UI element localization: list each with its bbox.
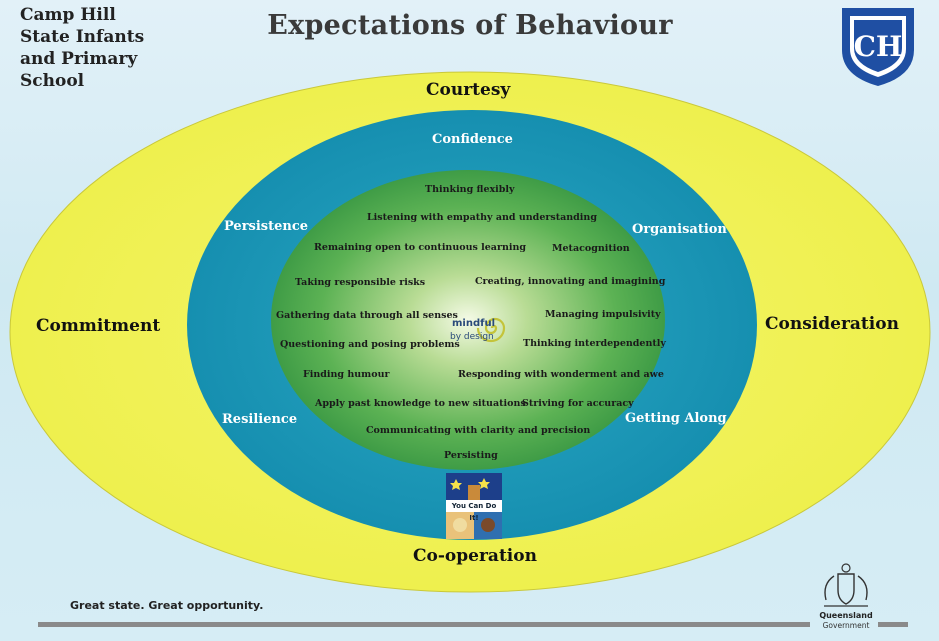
- habit-label: Responding with wonderment and awe: [458, 369, 664, 380]
- you-can-do-it-badge: You Can Do It!: [446, 473, 502, 539]
- value-resilience: Resilience: [222, 412, 298, 427]
- school-name-line: and Primary: [20, 49, 138, 69]
- habit-label: Remaining open to continuous learning: [314, 242, 527, 253]
- gov-line2: Government: [822, 621, 870, 630]
- habit-label: Creating, innovating and imagining: [475, 276, 666, 287]
- habit-label: Taking responsible risks: [295, 277, 426, 288]
- value-organisation: Organisation: [632, 222, 727, 237]
- badge-picture-icon: [446, 473, 502, 539]
- habit-label: Questioning and posing problems: [280, 339, 460, 350]
- mindful-by-design-logo: mindful by design: [450, 308, 514, 352]
- habit-label: Communicating with clarity and precision: [366, 425, 591, 436]
- value-co-operation: Co-operation: [413, 546, 537, 566]
- value-persistence: Persistence: [224, 219, 309, 234]
- inner-ellipse: [271, 170, 665, 470]
- school-name-line: School: [20, 71, 85, 91]
- value-consideration: Consideration: [765, 314, 899, 334]
- habit-label: Listening with empathy and understanding: [367, 212, 597, 223]
- gov-line1: Queensland: [819, 611, 873, 620]
- badge-text: You Can Do It!: [446, 500, 502, 522]
- value-commitment: Commitment: [36, 316, 161, 336]
- school-name-line: State Infants: [20, 27, 145, 47]
- habit-label: Gathering data through all senses: [276, 310, 458, 321]
- footer-divider-short: [878, 622, 908, 627]
- value-confidence: Confidence: [432, 132, 513, 147]
- habit-label: Apply past knowledge to new situations: [315, 398, 526, 409]
- crest-letters: CH: [854, 30, 903, 63]
- spiral-icon: [476, 317, 506, 343]
- habit-label: Thinking flexibly: [425, 184, 515, 195]
- footer-slogan: Great state. Great opportunity.: [70, 599, 264, 612]
- school-name-line: Camp Hill: [20, 5, 116, 25]
- habit-label: Finding humour: [303, 369, 390, 380]
- habit-label: Striving for accuracy: [522, 398, 634, 409]
- mindful-logo-line2: by design: [450, 332, 494, 342]
- queensland-government-logo: Queensland Government: [816, 560, 876, 632]
- page-title: Expectations of Behaviour: [267, 10, 673, 41]
- mindful-logo-line1: mindful: [452, 318, 496, 329]
- habit-label: Managing impulsivity: [545, 309, 661, 320]
- coat-of-arms-icon: [824, 563, 868, 607]
- value-courtesy: Courtesy: [426, 80, 511, 100]
- school-crest-logo: CH: [842, 8, 914, 86]
- school-name: Camp Hill State Infants and Primary Scho…: [20, 4, 220, 92]
- footer-divider: [38, 622, 810, 627]
- habit-label: Thinking interdependently: [523, 338, 666, 349]
- habit-label: Metacognition: [552, 243, 630, 254]
- habit-label: Persisting: [444, 450, 498, 461]
- value-getting-along: Getting Along: [625, 411, 727, 426]
